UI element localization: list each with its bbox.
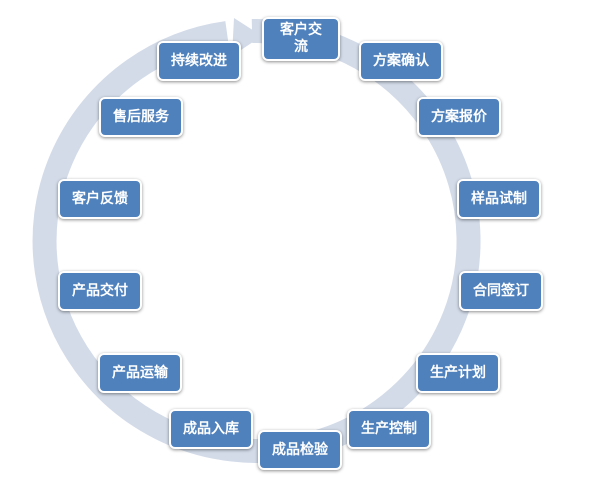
step-production-control: 生产控制: [347, 409, 431, 449]
step-plan-quotation: 方案报价: [417, 97, 501, 137]
step-contract-signing: 合同签订: [459, 271, 543, 311]
step-label: 产品运输: [112, 364, 168, 381]
step-label: 产品交付: [72, 282, 128, 299]
step-label: 客户反馈: [72, 190, 128, 207]
step-sample-trial: 样品试制: [457, 179, 541, 219]
step-label: 售后服务: [113, 108, 169, 125]
step-product-storage: 成品入库: [169, 409, 253, 449]
step-plan-confirmation: 方案确认: [359, 41, 443, 81]
step-label: 方案报价: [431, 108, 487, 125]
step-label: 生产计划: [430, 364, 486, 381]
step-label: 生产控制: [361, 420, 417, 437]
step-label: 持续改进: [171, 52, 227, 69]
step-label: 合同签订: [473, 282, 529, 299]
step-production-plan: 生产计划: [416, 353, 500, 393]
step-label: 方案确认: [373, 52, 429, 69]
step-label: 成品入库: [183, 420, 239, 437]
step-continuous-improvement: 持续改进: [157, 41, 241, 81]
step-label: 成品检验: [272, 441, 328, 458]
step-after-sales-service: 售后服务: [99, 97, 183, 137]
step-customer-communication: 客户交流: [262, 17, 340, 61]
step-label: 客户交流: [280, 22, 322, 55]
step-customer-feedback: 客户反馈: [58, 179, 142, 219]
step-product-delivery: 产品交付: [58, 271, 142, 311]
step-label: 样品试制: [471, 190, 527, 207]
step-product-inspection: 成品检验: [258, 430, 342, 470]
step-product-transport: 产品运输: [98, 353, 182, 393]
